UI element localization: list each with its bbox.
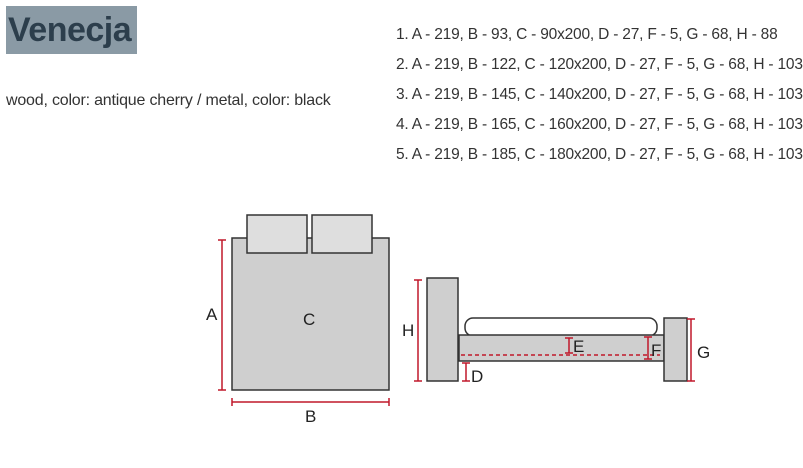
footboard — [663, 317, 688, 382]
headboard — [426, 277, 459, 382]
dimension-d — [462, 362, 470, 382]
dimension-h — [414, 279, 422, 382]
page-title: Venecja — [6, 6, 138, 54]
bed-frame-rail — [458, 334, 665, 362]
label-e: E — [573, 337, 584, 356]
dimension-a — [218, 239, 226, 391]
material-description: wood, color: antique cherry / metal, col… — [6, 92, 331, 109]
label-a: A — [206, 305, 218, 324]
variant-item-5: 5. A - 219, B - 185, C - 180x200, D - 27… — [396, 146, 803, 163]
dimension-b — [231, 398, 390, 406]
variant-item-2: 2. A - 219, B - 122, C - 120x200, D - 27… — [396, 56, 803, 73]
dimension-g — [687, 318, 695, 382]
mattress-side — [464, 317, 658, 337]
label-b: B — [305, 407, 316, 426]
variant-item-1: 1. A - 219, B - 93, C - 90x200, D - 27, … — [396, 26, 778, 43]
top-view — [231, 214, 390, 391]
label-c: C — [303, 310, 315, 329]
pillow-right — [311, 214, 373, 254]
dimension-f — [644, 336, 652, 360]
label-h: H — [402, 321, 414, 340]
variant-item-3: 3. A - 219, B - 145, C - 140x200, D - 27… — [396, 86, 803, 103]
side-view — [426, 277, 688, 382]
dimension-variants-list: 1. A - 219, B - 93, C - 90x200, D - 27, … — [396, 20, 803, 170]
label-f: F — [651, 341, 661, 360]
mattress-top-view — [231, 237, 390, 391]
variant-item-4: 4. A - 219, B - 165, C - 160x200, D - 27… — [396, 116, 803, 133]
dimension-e — [565, 337, 573, 354]
label-d: D — [471, 367, 483, 386]
label-g: G — [697, 343, 710, 362]
pillow-left — [246, 214, 308, 254]
